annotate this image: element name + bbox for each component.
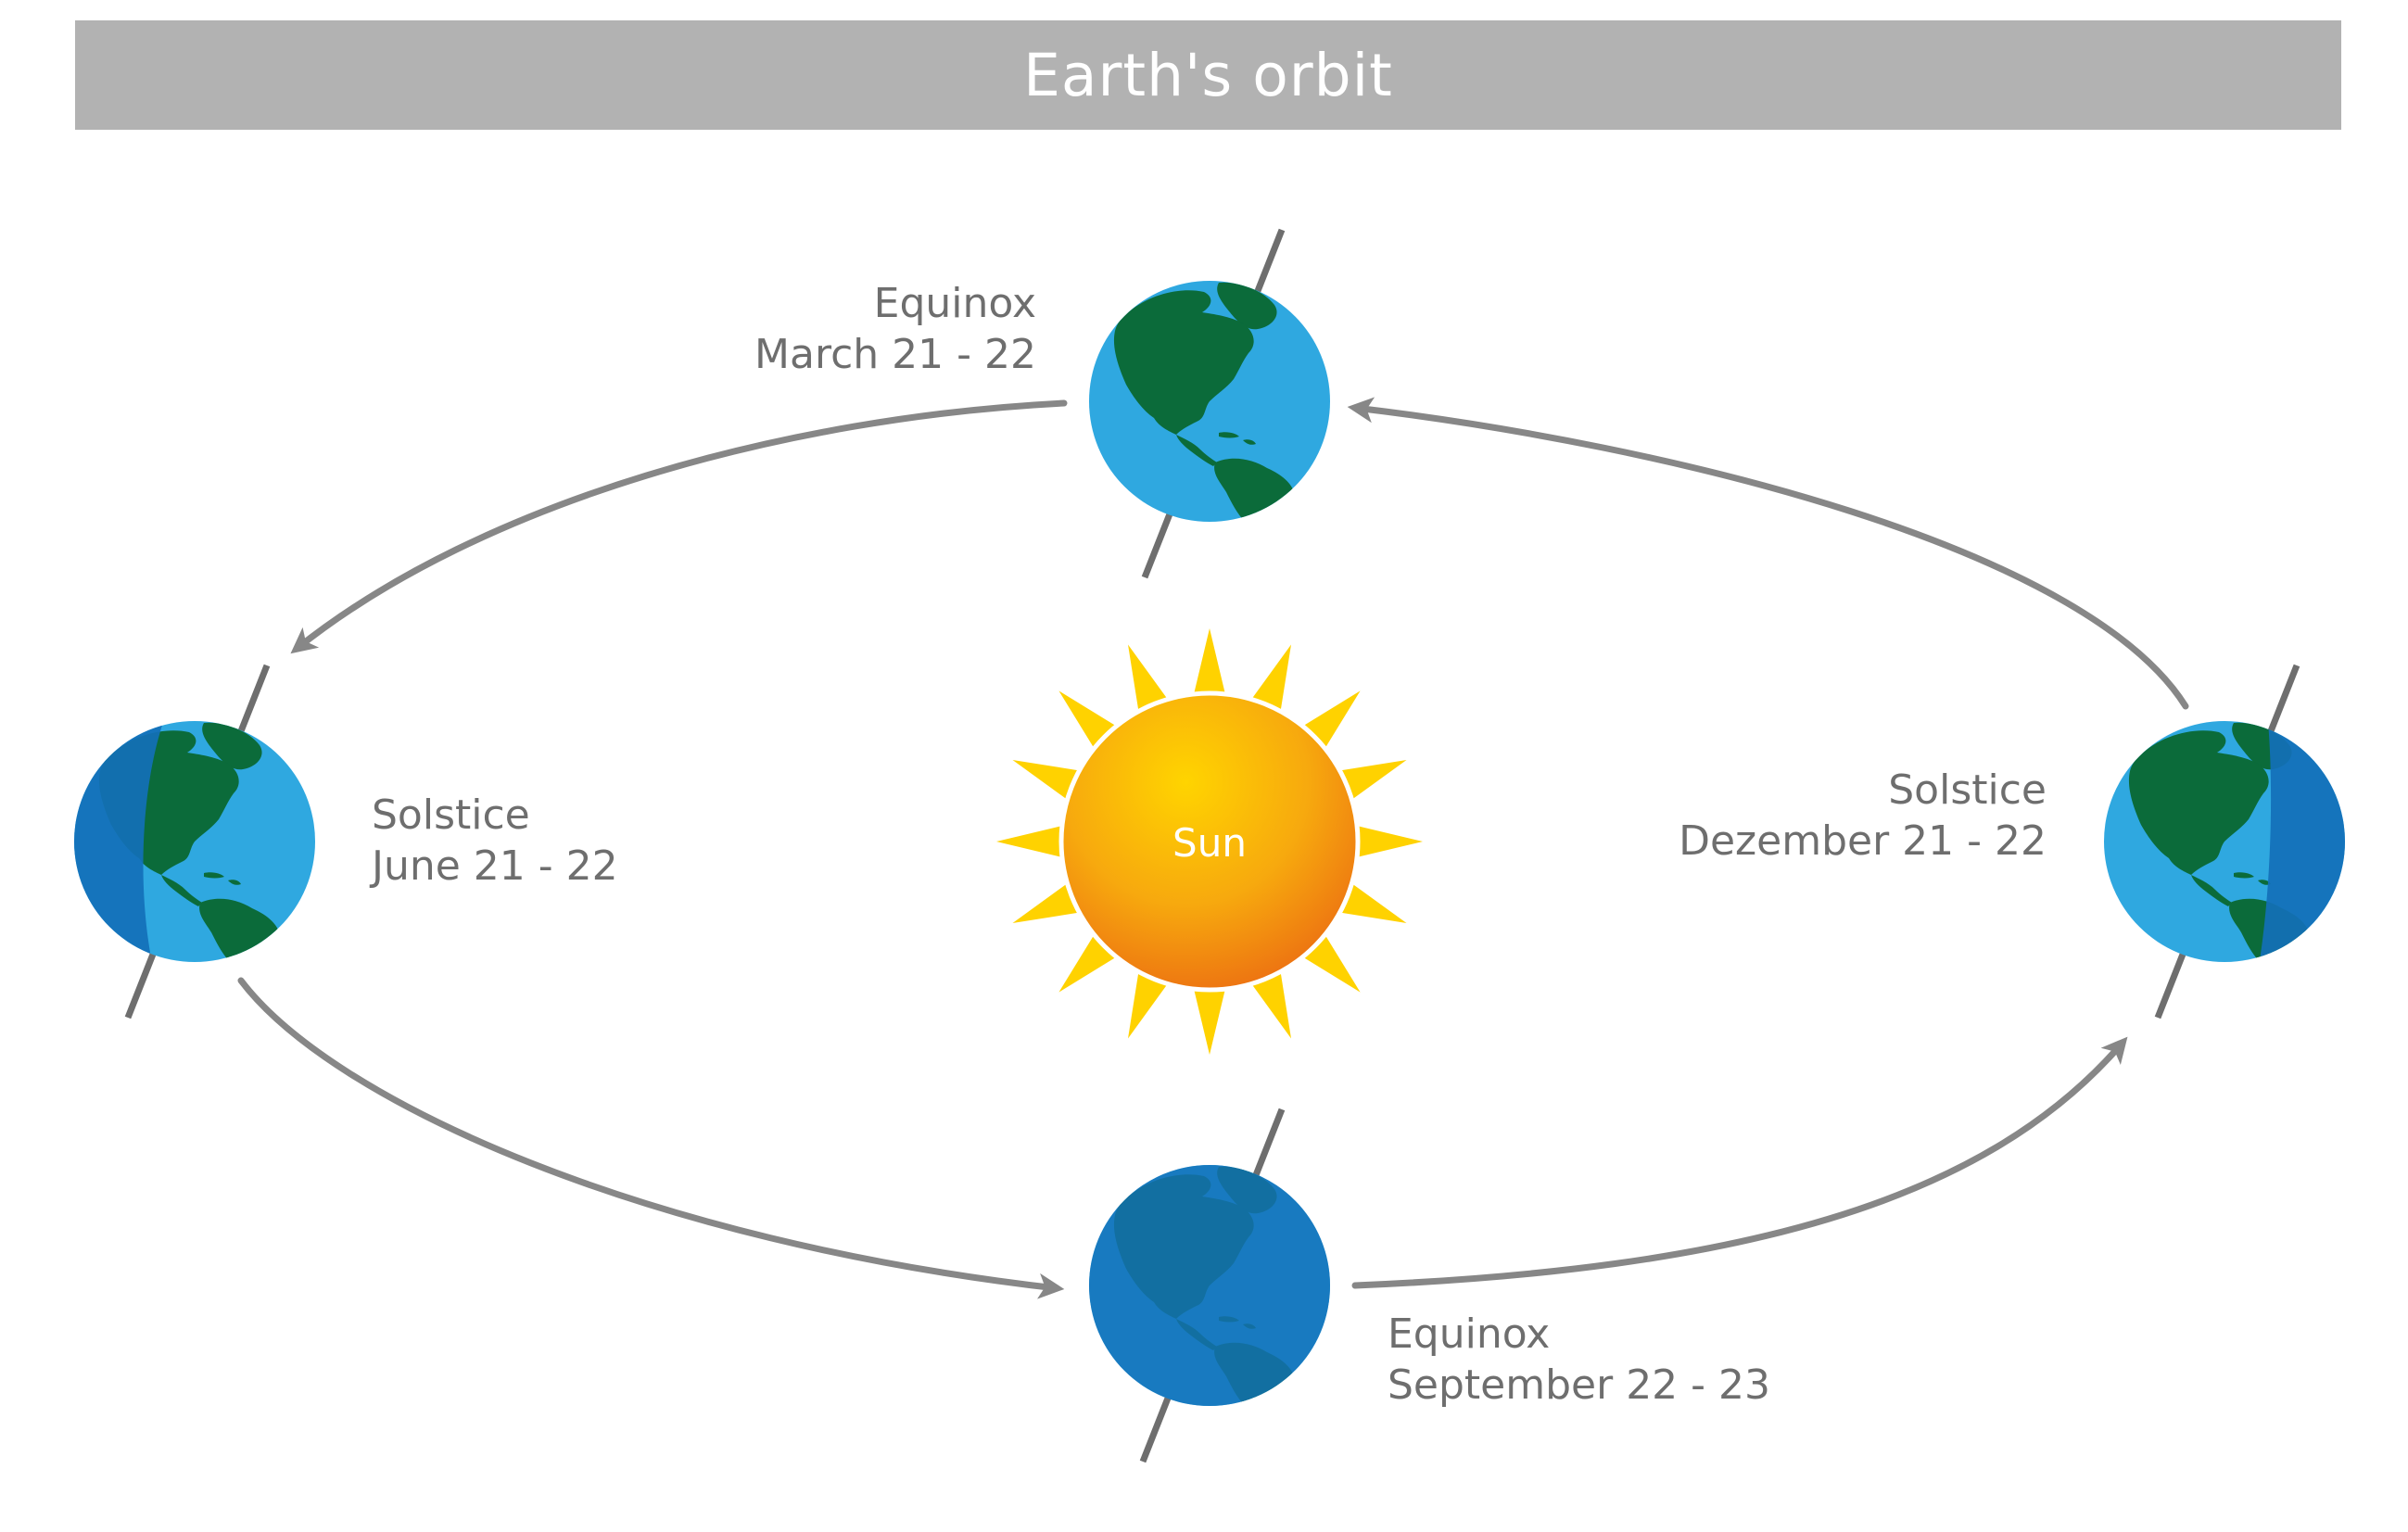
night-side xyxy=(1089,1165,1330,1406)
sun: Sun xyxy=(996,628,1423,1055)
sun-label: Sun xyxy=(1172,820,1247,866)
event-dates: March 21 - 22 xyxy=(754,331,1036,378)
title-bar: Earth's orbit xyxy=(75,20,2341,130)
orbit-path xyxy=(237,397,2189,1299)
event-dates: Dezember 21 - 22 xyxy=(1679,817,2047,865)
earth-march xyxy=(1089,228,1330,579)
event-name: Solstice xyxy=(372,791,530,839)
event-name: Solstice xyxy=(1888,766,2047,814)
event-name: Equinox xyxy=(873,280,1036,327)
orbit-arrow-september-to-december xyxy=(1351,1036,2128,1289)
label-december: Solstice Dezember 21 - 22 xyxy=(1679,765,2047,867)
label-june: Solstice June 21 - 22 xyxy=(372,790,618,892)
orbit-arrow-june-to-september xyxy=(237,977,1065,1299)
event-dates: June 21 - 22 xyxy=(372,842,618,890)
sun-ray xyxy=(996,823,1072,860)
sun-ray xyxy=(1191,628,1228,704)
event-name: Equinox xyxy=(1388,1310,1551,1358)
diagram-title: Earth's orbit xyxy=(1023,41,1393,109)
label-september: Equinox September 22 - 23 xyxy=(1388,1309,1770,1411)
earth-june xyxy=(74,664,315,1019)
earth-december xyxy=(2104,664,2345,1019)
orbit-arrow-march-to-june xyxy=(290,399,1068,654)
night-side xyxy=(2258,721,2345,962)
event-dates: September 22 - 23 xyxy=(1388,1361,1771,1409)
sun-ray xyxy=(1347,823,1423,860)
sun-ray xyxy=(1191,979,1228,1055)
label-march: Equinox March 21 - 22 xyxy=(754,278,1036,380)
globe-icon xyxy=(1089,281,1330,524)
earth-september xyxy=(1089,1108,1330,1463)
sun-disc xyxy=(1058,690,1361,993)
orbit-arrow-december-to-march xyxy=(1347,397,2189,710)
